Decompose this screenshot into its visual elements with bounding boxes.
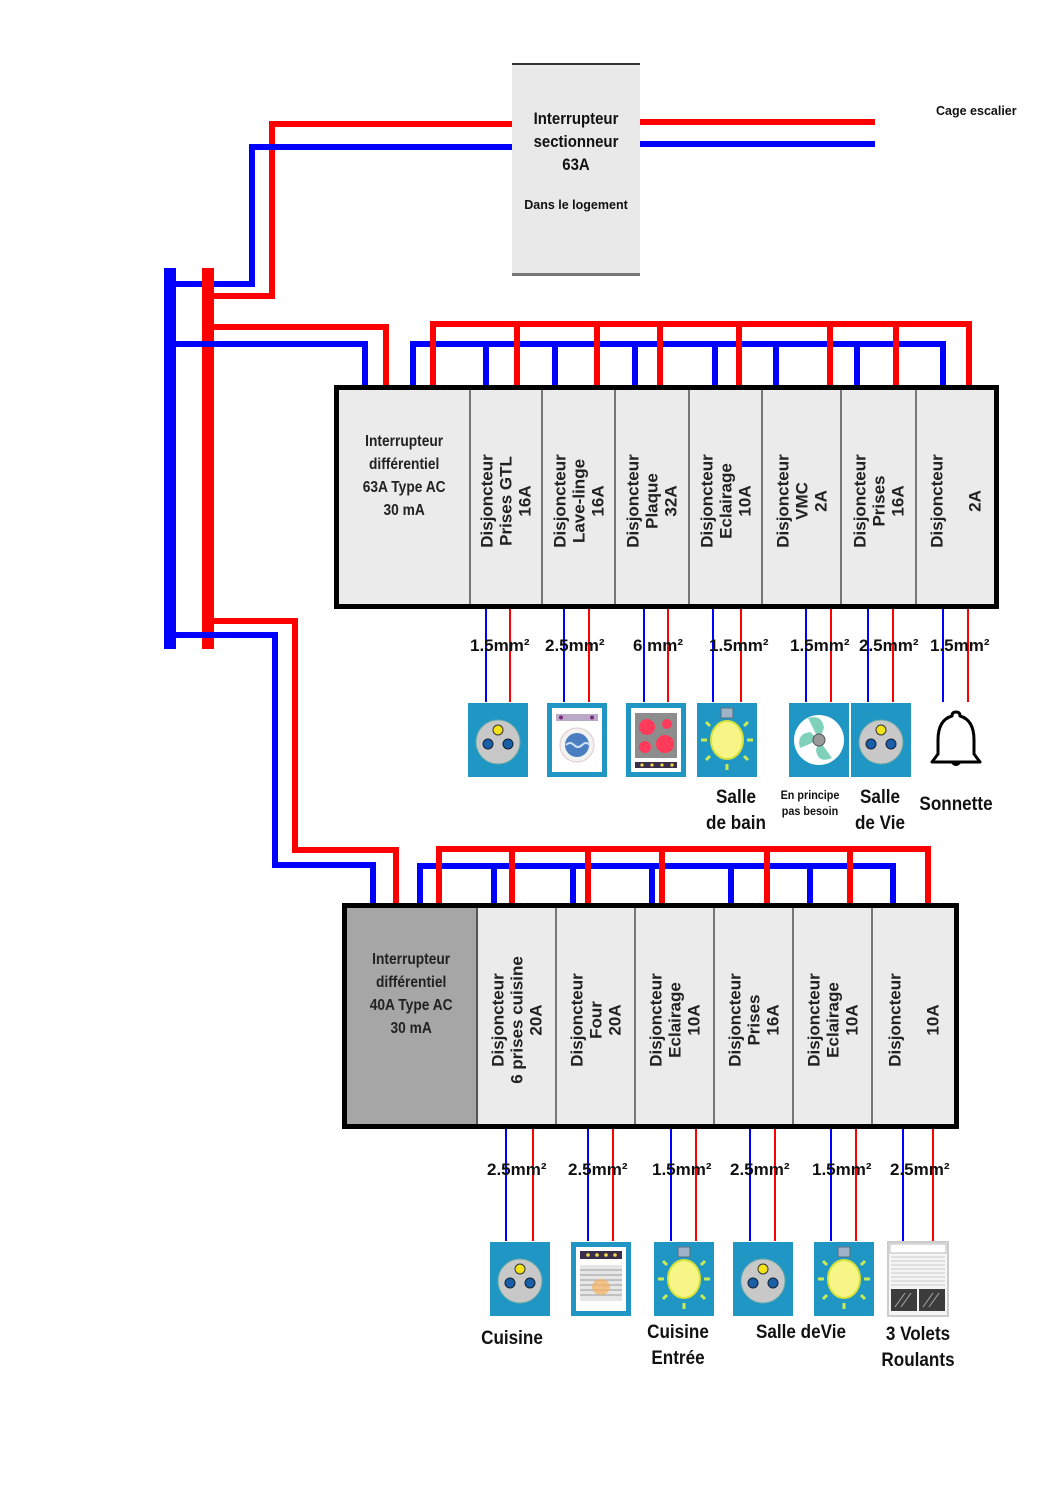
lower-distribution-panel: Interrupteur différentiel 40A Type AC 30… [342,903,959,1129]
cable-size-label: 1.5mm² [652,1160,712,1179]
cable-size-label: 2.5mm² [487,1160,547,1179]
bell-icon [925,702,987,778]
cooktop-icon [625,702,687,778]
supply-label: Cage escalier [936,104,1017,118]
breaker-label: Disjoncteur 2A [927,454,985,549]
cable-size-label: 1.5mm² [470,636,530,655]
lower-feed-neutral [172,632,376,906]
socket-icon [732,1241,794,1317]
lower-feed-phase [205,618,399,906]
isolating-switch: Interrupteur sectionneur 63A Dans le log… [512,63,640,276]
cable-size-label: 1.5mm² [790,636,850,655]
socket-icon [467,702,529,778]
upper-feed-phase [205,324,389,388]
socket-icon [489,1241,551,1317]
circuit-location-label: Sonnette [919,794,993,815]
lower-main-rcd[interactable]: Interrupteur différentiel 40A Type AC 30… [347,908,479,1124]
panel_upper-phase-comb [430,321,972,388]
cable-size-label: 6 mm² [633,636,684,655]
light-bulb-icon [813,1241,875,1317]
breaker-label: Disjoncteur 10A [885,973,943,1068]
panel_upper-neutral-comb [410,341,946,388]
cable-size-label: 2.5mm² [730,1160,790,1179]
breaker-module[interactable]: Disjoncteur 2A [917,390,994,604]
cable-size-label: 2.5mm² [859,636,919,655]
sectionneur-phase-wire [205,121,512,299]
circuit-location-label: Cuisine [481,1328,543,1349]
isolating-switch-location: Dans le logement [524,198,628,212]
roller-shutter-icon [887,1241,949,1317]
sectionneur-neutral-wire [172,144,512,287]
upper-feed-neutral [172,341,368,388]
cable-size-label: 2.5mm² [545,636,605,655]
upper-distribution-panel: Interrupteur différentiel 63A Type AC 30… [334,385,999,609]
upper-main-rcd[interactable]: Interrupteur différentiel 63A Type AC 30… [339,390,472,604]
light-bulb-icon [696,702,758,778]
isolating-switch-title: Interrupteur sectionneur 63A [533,109,619,174]
cable-size-label: 2.5mm² [890,1160,950,1179]
fan-icon [788,702,850,778]
cable-size-label: 2.5mm² [568,1160,628,1179]
cable-size-label: 1.5mm² [709,636,769,655]
panel_lower-neutral-comb [417,863,896,906]
light-bulb-icon [653,1241,715,1317]
cable-size-label: 1.5mm² [812,1160,872,1179]
breaker-module[interactable]: Disjoncteur 10A [873,908,955,1124]
socket-icon [850,702,912,778]
washing-machine-icon [546,702,608,778]
circuit-location-label: Salle deVie [756,1322,846,1343]
oven-icon [570,1241,632,1317]
cable-size-label: 1.5mm² [930,636,990,655]
